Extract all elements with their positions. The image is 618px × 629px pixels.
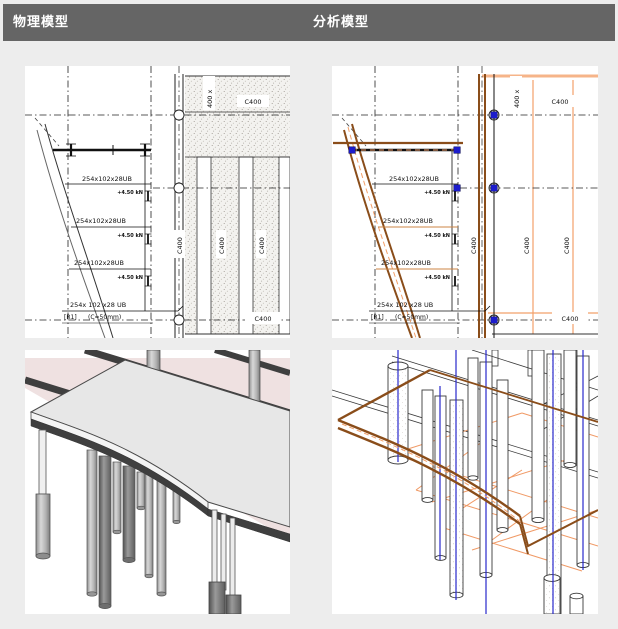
column-mark-label: C400 (563, 237, 571, 254)
beam-size-label: 254x 102 x28 UB (70, 301, 126, 309)
column-mark-label: C400 (258, 237, 266, 254)
physical-3d-panel (25, 350, 290, 614)
column-mark-label: C400 (176, 237, 184, 254)
beam-load-label: +4.50 kN (117, 233, 143, 239)
beam-load-label: +4.50 kN (424, 190, 450, 196)
column-mark-label: C400 (245, 98, 262, 106)
cover-tag: (C=50mm) (395, 314, 428, 321)
beam-load-label: +4.50 kN (424, 233, 450, 239)
column-mark-label: C400 (218, 237, 226, 254)
beam-load-label: +4.50 kN (424, 275, 450, 281)
column-mark-label: C400 (552, 98, 569, 106)
cover-tag: (C=50mm) (88, 314, 121, 321)
beam-size-label: 254x102x28UB (76, 217, 126, 225)
analytical-3d-drawing (332, 350, 598, 614)
analytical-3d-panel (332, 350, 598, 614)
beam-size-label: 254x102x28UB (381, 259, 431, 267)
physical-plan-drawing: 254x102x28UB +4.50 kN 254x102x28UB +4.50… (25, 66, 290, 338)
physical-model-title: 物理模型 (13, 15, 70, 30)
header-bar: 物理模型 分析模型 (3, 4, 615, 41)
column-mark-label: C400 (562, 315, 579, 323)
column-mark-label: C400 (523, 237, 531, 254)
column-size-label: 400 x (513, 90, 521, 108)
physical-plan-panel: 254x102x28UB +4.50 kN 254x102x28UB +4.50… (25, 66, 290, 338)
beam-size-label: 254x 102 x28 UB (377, 301, 433, 309)
beam-load-label: +4.50 kN (117, 275, 143, 281)
rebar-tag: [R1] (371, 314, 384, 321)
column-mark-label: C400 (255, 315, 272, 323)
column-size-label: 400 x (206, 90, 214, 108)
beam-size-label: 254x102x28UB (383, 217, 433, 225)
analytical-plan-drawing: 254x102x28UB +4.50 kN 254x102x28UB +4.50… (332, 66, 598, 338)
beam-size-label: 254x102x28UB (82, 175, 132, 183)
beam-size-label: 254x102x28UB (74, 259, 124, 267)
beam-load-label: +4.50 kN (117, 190, 143, 196)
physical-3d-drawing (25, 350, 290, 614)
rebar-tag: [R1] (64, 314, 77, 321)
analytical-model-title: 分析模型 (313, 15, 370, 30)
column-mark-label: C400 (470, 237, 478, 254)
beam-size-label: 254x102x28UB (389, 175, 439, 183)
analytical-plan-panel: 254x102x28UB +4.50 kN 254x102x28UB +4.50… (332, 66, 598, 338)
